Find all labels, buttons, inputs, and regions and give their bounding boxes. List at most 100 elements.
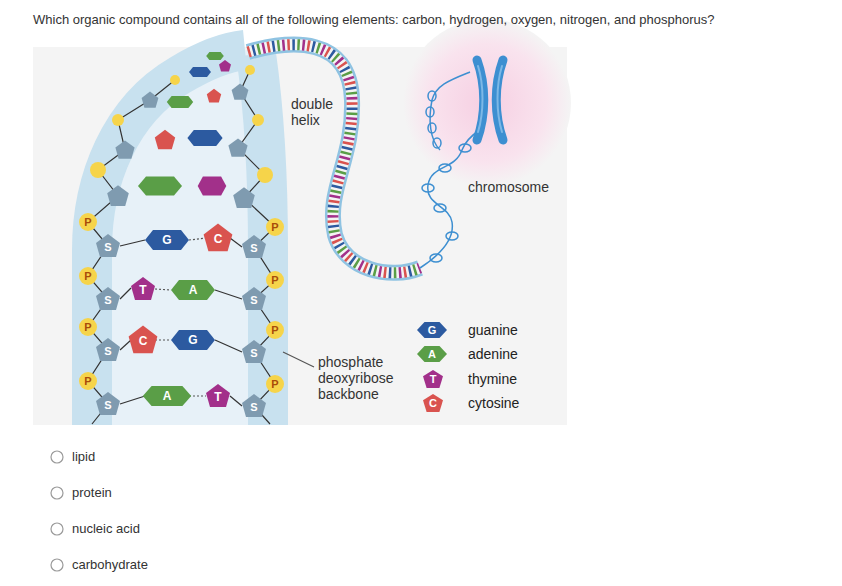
illustration-part — [120, 240, 145, 246]
base-letter: C — [214, 233, 223, 245]
chromosome — [477, 60, 503, 140]
illustration-part — [143, 386, 191, 406]
illustration-part — [107, 185, 129, 206]
illustration-part — [145, 230, 189, 250]
illustration-part — [439, 164, 451, 172]
part-label: phosphate deoxyribose backbone — [318, 354, 410, 402]
illustration-part — [248, 45, 420, 273]
radio-buttons — [51, 451, 63, 571]
illustration-part — [90, 162, 106, 178]
illustration-part — [428, 123, 436, 133]
legend-letter: T — [430, 374, 437, 385]
cell-nucleus — [403, 19, 571, 187]
sugar-letter: S — [104, 346, 111, 357]
phosphate-letter: P — [84, 322, 91, 333]
backbone-strand — [92, 50, 245, 425]
upper-ladder — [88, 52, 275, 227]
illustration-part — [426, 107, 434, 117]
illustration-part — [433, 138, 441, 148]
leader-line — [283, 352, 314, 367]
illustration-part — [96, 392, 120, 415]
illustration-part — [428, 91, 436, 101]
illustration-part — [131, 277, 155, 300]
illustration-part — [430, 254, 442, 262]
answer-option: nucleic acid — [72, 521, 140, 537]
illustration-part — [245, 65, 255, 75]
illustration-part — [204, 224, 233, 252]
illustration-part — [79, 213, 97, 231]
legend-letter: A — [428, 349, 436, 360]
phosphate-letter: P — [84, 376, 91, 387]
phosphate-letter: P — [271, 325, 278, 336]
illustration-part — [496, 60, 503, 140]
illustration-part — [266, 271, 284, 289]
sugar-phosphate-chain — [88, 222, 275, 424]
illustration-part — [248, 45, 420, 273]
illustration-part — [233, 187, 255, 208]
illustration-part — [248, 45, 420, 273]
sugar-letter: S — [104, 242, 111, 253]
illustration-part — [170, 75, 180, 85]
base-letter: A — [163, 390, 172, 402]
illustration-part — [96, 234, 120, 257]
illustration-part — [79, 267, 97, 285]
phosphate-letter: P — [84, 271, 91, 282]
illustration-part — [189, 238, 206, 240]
sugar-letter: S — [104, 400, 111, 411]
illustration-part — [215, 340, 242, 352]
illustration-part — [434, 204, 446, 212]
illustration-part — [120, 340, 131, 350]
illustration-part — [430, 72, 470, 150]
legend-letter: G — [428, 325, 437, 336]
illustration-part — [142, 92, 159, 108]
illustration-part — [51, 559, 63, 571]
double-helix — [248, 45, 420, 273]
phosphate-letter: P — [271, 222, 278, 233]
illustration-part — [207, 89, 221, 103]
sugar-letter: S — [250, 243, 257, 254]
illustration-part — [242, 394, 266, 417]
illustration-part — [129, 326, 158, 354]
part-label: double helix — [291, 96, 345, 128]
base-letter: C — [139, 335, 148, 347]
sugar-letter: S — [250, 295, 257, 306]
illustration-part — [242, 235, 266, 258]
illustration-ground — [33, 47, 567, 425]
legend-letter: C — [429, 398, 437, 409]
illustration-part — [266, 375, 284, 393]
answer-option: lipid — [72, 449, 95, 465]
illustration-part — [51, 487, 63, 499]
illustration-part — [266, 218, 284, 236]
sugar-letter: S — [250, 402, 257, 413]
legend-text: guanine — [468, 322, 518, 338]
illustration-part — [206, 52, 224, 60]
illustration-part — [120, 288, 131, 299]
illustration-part — [51, 523, 63, 535]
base-letter: G — [188, 334, 197, 346]
illustration-part — [155, 289, 171, 290]
illustration-part — [171, 280, 215, 300]
illustration-part — [422, 184, 434, 192]
part-label: chromosome — [468, 179, 549, 195]
answer-option: carbohydrate — [72, 557, 148, 573]
illustration-part — [171, 330, 215, 350]
illustration-part — [478, 66, 483, 132]
illustration-part — [230, 396, 242, 406]
phosphate-circles — [79, 213, 284, 393]
illustration-part — [189, 67, 211, 77]
phosphate-letter: P — [271, 379, 278, 390]
illustration-part — [257, 167, 273, 183]
answer-option: protein — [72, 485, 112, 501]
illustration-part — [215, 290, 242, 299]
illustration-part — [79, 318, 97, 336]
base-letter: A — [189, 284, 198, 296]
illustration-part — [120, 396, 145, 404]
illustration-part — [189, 395, 206, 396]
phosphate-letter: P — [271, 275, 278, 286]
base-letter: T — [214, 391, 221, 403]
base-letter: G — [162, 234, 171, 246]
illustration-part — [459, 144, 471, 152]
illustration-part — [98, 80, 175, 170]
illustration-part — [248, 45, 420, 273]
illustration-part — [232, 84, 249, 100]
